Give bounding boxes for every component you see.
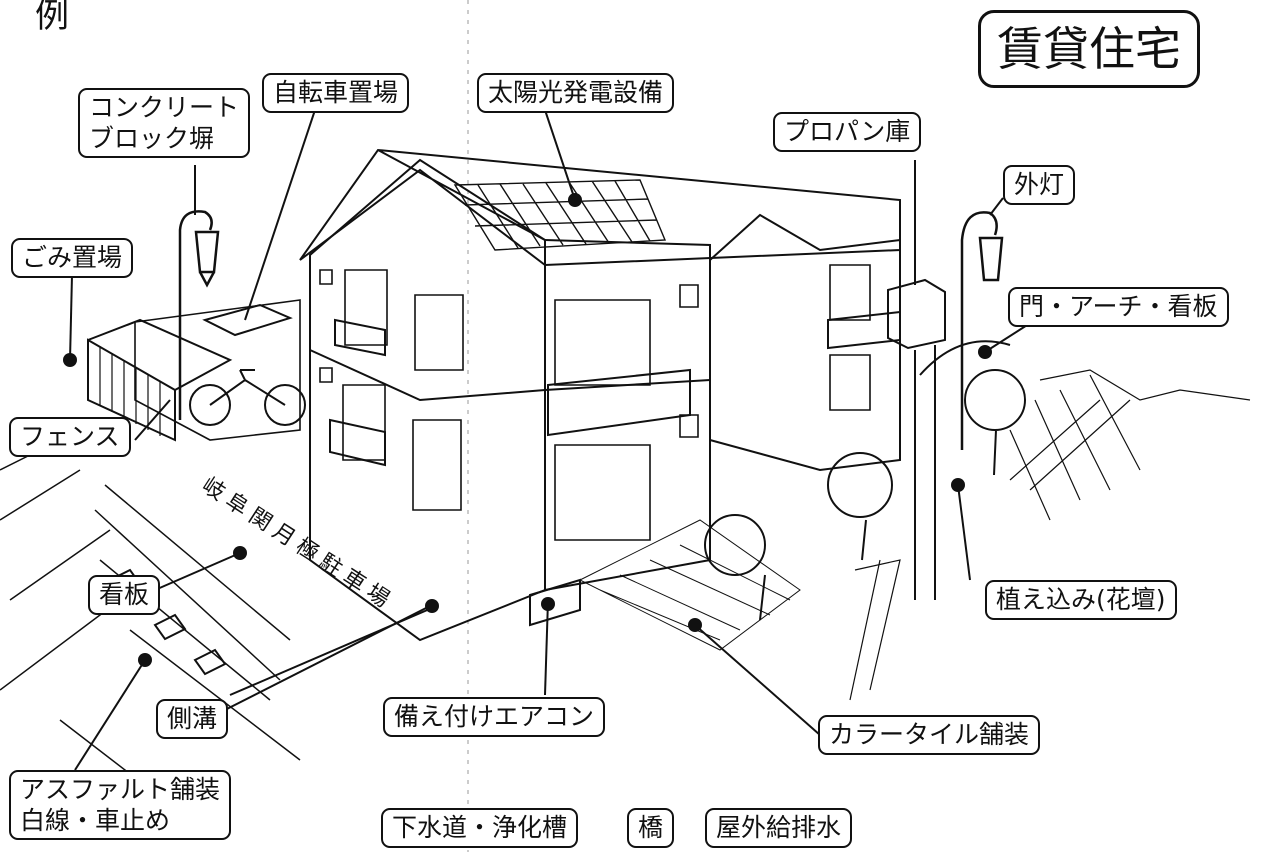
label-block-wall: コンクリート ブロック塀: [78, 88, 251, 158]
label-block-wall-line1: コンクリート: [89, 93, 240, 122]
windows: [319, 264, 871, 541]
aircon-unit: [529, 578, 581, 627]
left-lamp: [178, 210, 220, 420]
tile-paving: [578, 519, 801, 651]
tree-1: [704, 514, 767, 621]
label-fence: フェンス: [9, 417, 131, 457]
label-block-wall-line2: ブロック塀: [89, 124, 215, 153]
fence-slats: [99, 346, 161, 436]
tree-3: [964, 369, 1027, 476]
label-asphalt-line2: 白線・車止め: [20, 806, 171, 835]
label-planting: 植え込み(花壇): [985, 580, 1177, 620]
label-gate: 門・アーチ・看板: [1008, 287, 1229, 327]
label-propane: プロパン庫: [773, 112, 922, 152]
propane-box: [887, 278, 946, 350]
label-bicycle-parking: 自転車置場: [262, 73, 410, 113]
label-signboard: 看板: [88, 575, 161, 615]
page-title: 賃貸住宅: [978, 10, 1200, 88]
label-solar: 太陽光発電設備: [477, 73, 675, 113]
tree-2: [827, 452, 894, 561]
balconies: [329, 310, 901, 467]
corner-mark: 例: [35, 0, 69, 36]
fence-shape: [87, 318, 233, 442]
bicycle-roof: [202, 303, 293, 337]
second-unit: [709, 213, 901, 472]
net-fence: [1009, 369, 1251, 521]
gate-post: [914, 345, 936, 600]
label-garbage: ごみ置場: [11, 238, 134, 278]
label-tile: カラータイル舗装: [818, 715, 1041, 755]
label-drainage: 屋外給排水: [705, 808, 853, 848]
bicycle: [189, 369, 307, 426]
label-bridge: 橋: [627, 808, 675, 848]
label-asphalt: アスファルト舗装 白線・車止め: [9, 770, 232, 840]
label-outdoor-light: 外灯: [1003, 165, 1076, 205]
label-gutter: 側溝: [156, 699, 229, 739]
leader-dots: [63, 193, 992, 667]
main-roof: [299, 148, 901, 267]
right-lamp: [960, 211, 1004, 450]
label-sewer: 下水道・浄化槽: [381, 808, 579, 848]
solar-panel-grid: [453, 179, 667, 251]
road-curbs: [0, 439, 291, 681]
label-aircon: 備え付けエアコン: [383, 697, 606, 737]
pipes: [849, 559, 901, 701]
label-asphalt-line1: アスファルト舗装: [20, 775, 221, 804]
leader-lines: [69, 109, 1036, 771]
block-wall-shape: [134, 299, 301, 441]
